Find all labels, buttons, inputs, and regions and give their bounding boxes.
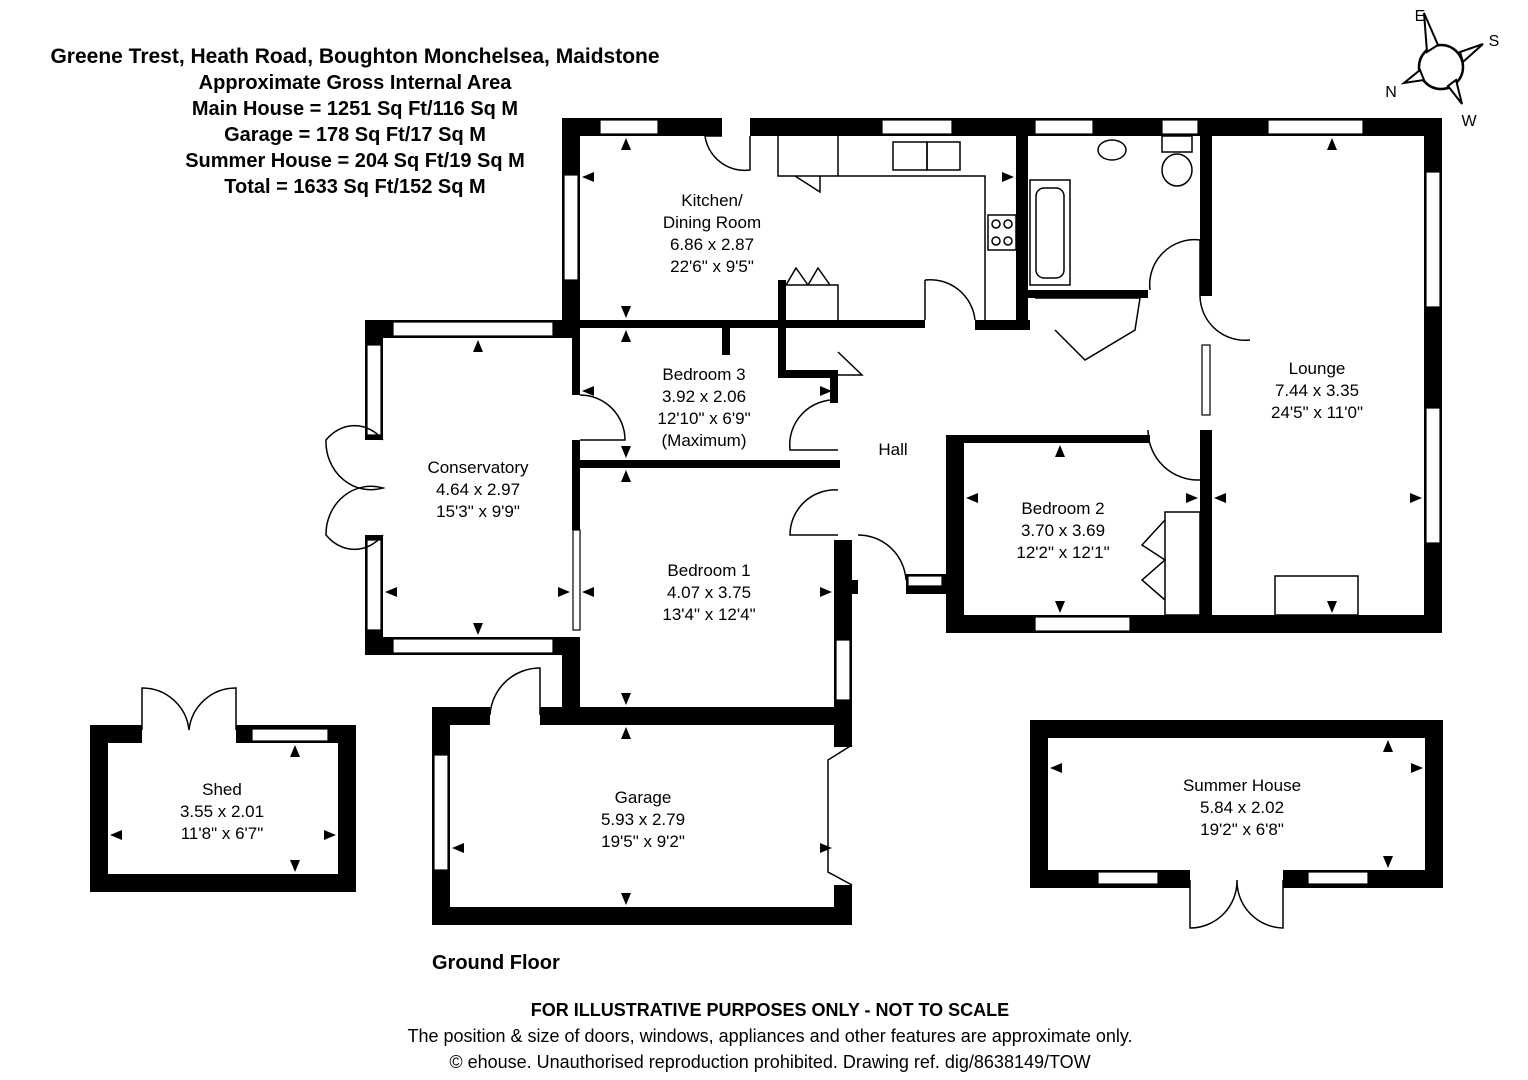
room-lounge: Lounge 7.44 x 3.35 24'5" x 11'0" [1271,359,1363,422]
room-metric: 7.44 x 3.35 [1275,381,1359,400]
area-summary: Greene Trest, Heath Road, Boughton Monch… [0,44,710,200]
room-imperial: 12'10" x 6'9" [657,409,750,428]
approximation-note: The position & size of doors, windows, a… [407,1026,1133,1046]
room-summer-house: Summer House 5.84 x 2.02 19'2" x 6'8" [1183,776,1301,839]
room-name: Shed [202,780,242,799]
room-name: Hall [878,440,907,459]
summer-house-area: Summer House = 204 Sq Ft/19 Sq M [185,150,525,172]
compass-e: E [1415,8,1426,25]
dimension-arrows [110,138,1423,905]
compass-w: W [1461,113,1477,130]
room-name: Kitchen/ [681,191,743,210]
room-bedroom-3: Bedroom 3 3.92 x 2.06 12'10" x 6'9" (Max… [657,365,750,450]
shed-walls [90,687,356,892]
area-subtitle: Approximate Gross Internal Area [198,72,512,94]
room-imperial: 15'3" x 9'9" [436,502,520,521]
copyright-notice: © ehouse. Unauthorised reproduction proh… [449,1052,1091,1072]
room-conservatory: Conservatory 4.64 x 2.97 15'3" x 9'9" [427,458,529,521]
room-garage: Garage 5.93 x 2.79 19'5" x 9'2" [601,788,685,851]
room-kitchen-dining: Kitchen/ Dining Room 6.86 x 2.87 22'6" x… [663,191,761,276]
doors [325,135,1359,886]
room-imperial: 13'4" x 12'4" [662,605,755,624]
room-metric: 5.84 x 2.02 [1200,798,1284,817]
room-metric: 3.70 x 3.69 [1021,521,1105,540]
main-house-area: Main House = 1251 Sq Ft/116 Sq M [191,98,519,120]
room-hall: Hall [878,440,907,459]
floor-label: Ground Floor [432,952,560,974]
room-imperial: 11'8" x 6'7" [181,824,264,843]
room-metric: 3.55 x 2.01 [180,802,264,821]
room-imperial: 24'5" x 11'0" [1271,403,1363,422]
compass-n: N [1385,84,1397,101]
room-imperial: 19'5" x 9'2" [601,832,685,851]
room-name: Conservatory [427,458,529,477]
room-shed: Shed 3.55 x 2.01 11'8" x 6'7" [180,780,264,843]
room-bedroom-2: Bedroom 2 3.70 x 3.69 12'2" x 12'1" [1016,499,1109,562]
room-metric: 4.64 x 2.97 [436,480,520,499]
room-metric: 5.93 x 2.79 [601,810,685,829]
room-metric: 6.86 x 2.87 [670,235,754,254]
property-title: Greene Trest, Heath Road, Boughton Monch… [50,45,660,68]
room-name: Bedroom 1 [667,561,750,580]
room-bedroom-1: Bedroom 1 4.07 x 3.75 13'4" x 12'4" [662,561,755,624]
room-imperial: 19'2" x 6'8" [1200,820,1284,839]
room-imperial: 12'2" x 12'1" [1016,543,1109,562]
garage-area: Garage = 178 Sq Ft/17 Sq M [224,124,486,146]
summer-house-walls [1030,720,1443,929]
room-metric: 3.92 x 2.06 [662,387,746,406]
room-name: Bedroom 3 [662,365,745,384]
windows [366,119,1441,871]
room-name: Dining Room [663,213,761,232]
room-name: Bedroom 2 [1021,499,1104,518]
compass-icon: E S N W [1385,8,1499,130]
room-name: Garage [615,788,672,807]
disclaimer: FOR ILLUSTRATIVE PURPOSES ONLY - NOT TO … [530,1000,1010,1020]
room-name: Summer House [1183,776,1301,795]
compass-s: S [1489,33,1500,50]
room-name: Lounge [1289,359,1346,378]
room-imperial: 22'6" x 9'5" [670,257,754,276]
room-note: (Maximum) [662,431,747,450]
room-metric: 4.07 x 3.75 [667,583,751,602]
total-area: Total = 1633 Sq Ft/152 Sq M [224,176,486,198]
